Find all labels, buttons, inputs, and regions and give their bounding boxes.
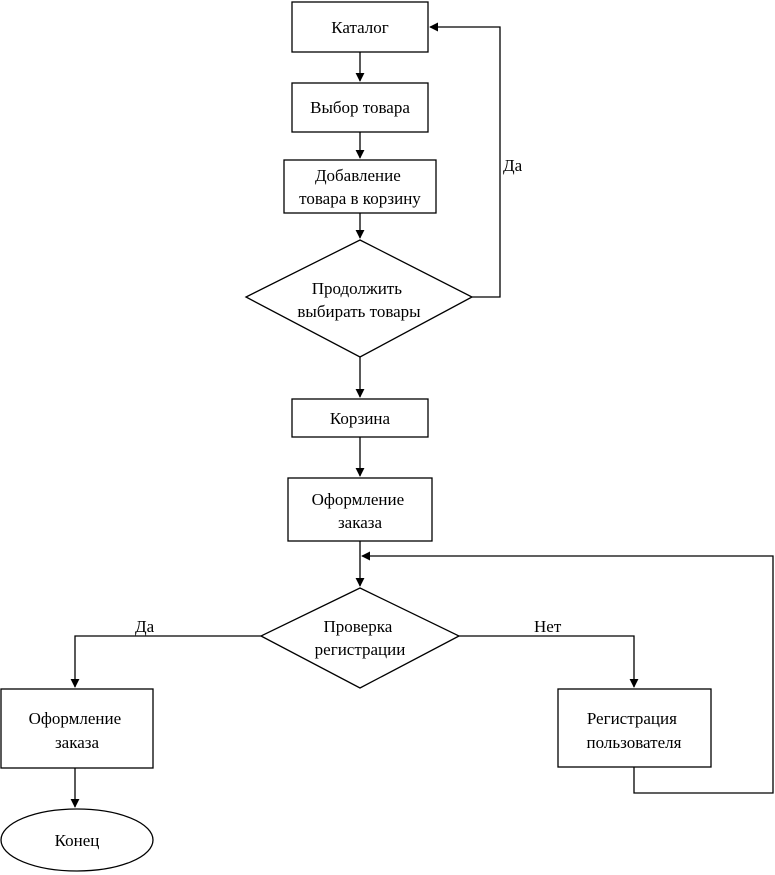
edges — [70, 22, 774, 808]
checkout-node-left: Оформление заказа — [0, 688, 154, 769]
add-to-cart-label: Добавление товара в корзину — [299, 166, 421, 208]
end-node: Конец — [0, 808, 154, 872]
checkout-left-label: Оформление заказа — [29, 709, 126, 752]
checkout-node-top: Оформление заказа — [287, 477, 433, 542]
catalog-label: Каталог — [331, 18, 389, 37]
edge-check-yes — [70, 635, 261, 688]
select-product-label: Выбор товара — [310, 98, 410, 117]
edge-label-yes-registered: Да — [135, 617, 155, 636]
continue-shopping-label: Продолжить выбирать товары — [297, 279, 421, 321]
cart-label: Корзина — [330, 409, 391, 428]
registration-check-label: Проверка регистрации — [315, 617, 406, 659]
end-label: Конец — [55, 831, 100, 850]
edge-register-loop — [361, 551, 774, 794]
catalog-node: Каталог — [291, 1, 429, 53]
checkout-top-label: Оформление заказа — [312, 490, 409, 532]
continue-shopping-decision: Продолжить выбирать товары — [244, 239, 474, 358]
edge-decision-loop-back — [429, 22, 501, 298]
register-user-node: Регистрация пользователя — [557, 688, 712, 768]
cart-node: Корзина — [291, 398, 429, 438]
register-user-label: Регистрация пользователя — [587, 709, 682, 752]
edge-label-yes-continue: Да — [503, 156, 523, 175]
edge-label-no-registered: Нет — [534, 617, 562, 636]
select-product-node: Выбор товара — [291, 82, 429, 133]
edge-check-no — [459, 635, 639, 688]
registration-check-decision: Проверка регистрации — [259, 587, 461, 689]
add-to-cart-node: Добавление товара в корзину — [283, 159, 437, 214]
